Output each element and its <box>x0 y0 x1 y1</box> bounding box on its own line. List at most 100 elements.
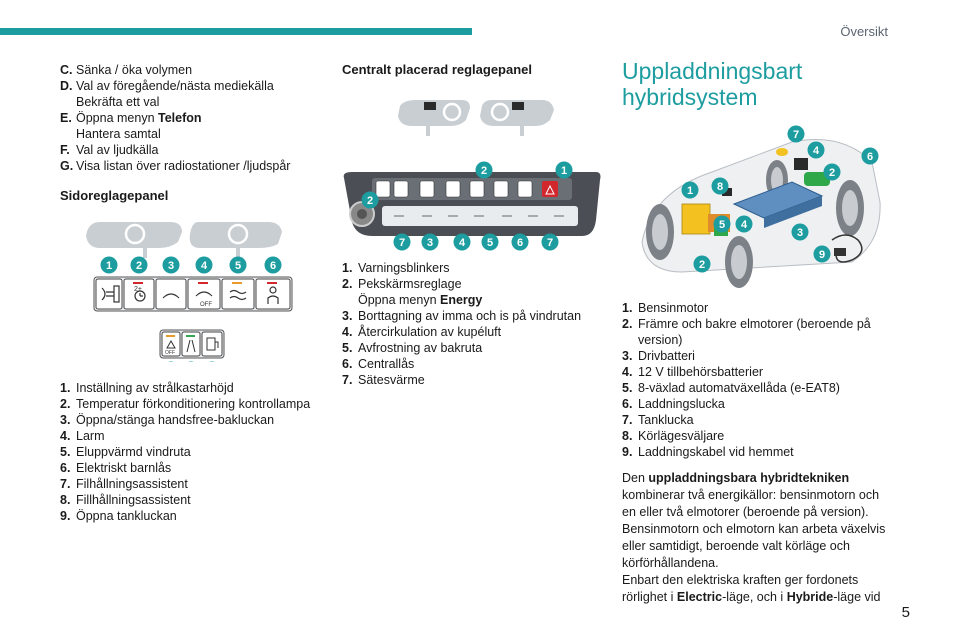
item-text: Sätesvärme <box>358 373 425 387</box>
callout-badge: 4 <box>735 215 753 233</box>
callout-badge: 7 <box>393 233 411 251</box>
callout-badge: 1 <box>100 256 118 274</box>
list-item: D.Val av föregående/nästa mediekälla <box>60 78 320 94</box>
callout-number: 1 <box>687 185 693 197</box>
side-panel-figure: 2+ OFF OFF 123456789 <box>60 212 320 379</box>
item-number: 4. <box>60 429 71 443</box>
callout-badge: 2 <box>130 256 148 274</box>
para2: Bensinmotorn och elmotorn kan arbeta väx… <box>622 522 886 570</box>
callout-number: 2 <box>699 259 705 271</box>
callout-badge: 7 <box>162 361 180 379</box>
item-subtext: Öppna menyn Energy <box>342 292 604 308</box>
para3-mid: -läge, och i <box>722 590 787 604</box>
item-text-bold: Telefon <box>158 111 202 125</box>
callout-number: 9 <box>819 249 825 261</box>
item-number: G. <box>60 159 74 173</box>
list-item: 4. Larm <box>60 428 320 444</box>
list-item: C.Sänka / öka volymen <box>60 62 320 78</box>
callout-number: 3 <box>797 227 803 239</box>
item-number: 7. <box>342 373 353 387</box>
item-text: Visa listan över radiostationer /ljudspå… <box>76 159 291 173</box>
item-text: Bensinmotor <box>638 301 709 315</box>
list-item: 3.Drivbatteri <box>622 348 892 364</box>
item-number: 3. <box>60 413 71 427</box>
item-number: 2. <box>60 397 71 411</box>
callout-number: 7 <box>547 237 553 249</box>
item-number: 6. <box>342 357 353 371</box>
callout-badge: 9 <box>813 245 831 263</box>
callout-badge: 2 <box>823 163 841 181</box>
para3-electric: Electric <box>676 590 723 604</box>
item-number: D. <box>60 79 73 93</box>
callout-number: 1 <box>106 260 112 272</box>
item-number: 8. <box>622 429 633 443</box>
item-subtext-bold: Energy <box>440 293 483 307</box>
side-panel-heading: Sidoreglagepanel <box>60 188 169 203</box>
callout-number: 3 <box>168 260 174 272</box>
item-text: Avfrostning av bakruta <box>358 341 483 355</box>
item-subtext: Bekräfta ett val <box>76 95 160 109</box>
item-text: Elektriskt barnlås <box>76 461 172 475</box>
item-text: Pekskärmsreglage <box>358 277 462 291</box>
item-text: Val av föregående/nästa mediekälla <box>76 79 274 93</box>
item-number: 9. <box>622 445 633 459</box>
callout-number: 5 <box>235 260 241 272</box>
callout-badge: 8 <box>711 177 729 195</box>
item-number: 3. <box>342 309 353 323</box>
item-number: 1. <box>60 381 71 395</box>
para3-hybride: Hybride <box>786 590 834 604</box>
list-item: 8.Fillhållningsassistent <box>60 492 320 508</box>
page-number: 5 <box>901 604 910 621</box>
callout-number: 2 <box>367 195 373 207</box>
para1-post: kombinerar två energikällor: bensinmotor… <box>622 488 880 519</box>
list-item: 5. Avfrostning av bakruta <box>342 340 604 356</box>
item-text: Larm <box>76 429 105 443</box>
para3-post: -läge vid <box>833 590 881 604</box>
list-item: F. Val av ljudkälla <box>60 142 320 158</box>
callout-badge: 6 <box>511 233 529 251</box>
callout-badge: 7 <box>787 125 805 143</box>
item-text: Inställning av strålkastarhöjd <box>76 381 234 395</box>
list-item: 1. Inställning av strålkastarhöjd <box>60 380 320 396</box>
item-text-pre: Öppna menyn <box>76 111 158 125</box>
item-number: F. <box>60 143 70 157</box>
side-panel-illustration: 2+ OFF OFF 123456789 <box>86 222 293 379</box>
item-number: 1. <box>622 301 633 315</box>
item-number: E. <box>60 111 72 125</box>
item-text: Temperatur förkonditionering kontrollamp… <box>76 397 311 411</box>
list-item: 2.Främre och bakre elmotorer (beroende p… <box>622 316 892 348</box>
list-item: 7.Filhållningsassistent <box>60 476 320 492</box>
callout-number: 1 <box>561 165 567 177</box>
list-item: 3.Borttagning av imma och is på vindruta… <box>342 308 604 324</box>
callout-badge: 1 <box>681 181 699 199</box>
header-accent-bar <box>0 28 472 35</box>
item-text: Val av ljudkälla <box>76 143 159 157</box>
callout-badge: 5 <box>481 233 499 251</box>
list-item: 5.Eluppvärmd vindruta <box>60 444 320 460</box>
list-item: 2.Pekskärmsreglage <box>342 276 604 292</box>
list-item: G.Visa listan över radiostationer /ljuds… <box>60 158 320 174</box>
item-text: 12 V tillbehörsbatterier <box>638 365 764 379</box>
callout-number: 2 <box>829 167 835 179</box>
callout-badge: 9 <box>203 361 221 379</box>
item-text: Filhållningsassistent <box>76 477 188 491</box>
side-panel-list: 1. Inställning av strålkastarhöjd 2. Temper… <box>60 380 320 524</box>
para3-pre: Enbart den elektriska kraften ger fordon… <box>622 573 859 604</box>
callout-badge: 5 <box>229 256 247 274</box>
hybrid-system-title: Uppladdningsbart hybridsystem <box>622 58 803 110</box>
callout-badge: 3 <box>162 256 180 274</box>
item-text: Laddningslucka <box>638 397 725 411</box>
item-text: Varningsblinkers <box>358 261 450 275</box>
callout-number: 6 <box>270 260 276 272</box>
callout-number: 2 <box>136 260 142 272</box>
callout-badge: 5 <box>713 215 731 233</box>
item-text: Fillhållningsassistent <box>76 493 191 507</box>
callout-number: 4 <box>741 219 748 231</box>
item-number: 5. <box>342 341 353 355</box>
item-text: Drivbatteri <box>638 349 695 363</box>
item-subtext-pre: Öppna menyn <box>358 293 440 307</box>
section-title: Översikt <box>840 24 888 39</box>
